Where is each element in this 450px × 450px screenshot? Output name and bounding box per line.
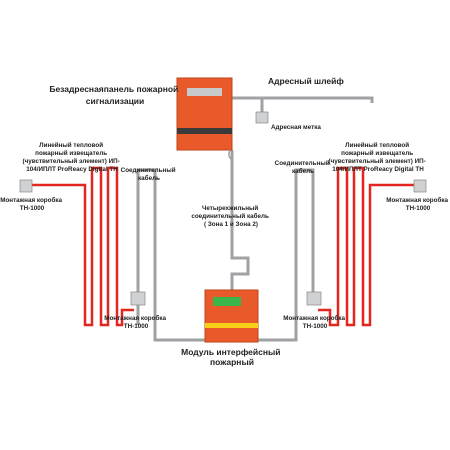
four-wire-label: Четырехжильный соединительный кабель ( З…: [191, 204, 270, 228]
panel-cable-curl: [228, 149, 233, 161]
module-stripe: [205, 323, 258, 328]
panel-display: [187, 88, 222, 96]
box-top-left: [19, 179, 33, 193]
address-tag-box: [255, 111, 269, 124]
fire-panel: [176, 77, 233, 151]
box-bottom-right-label: Монтажная коробка ТН-1000: [283, 314, 347, 330]
interface-module: [204, 289, 259, 343]
panel-stripe: [177, 128, 232, 134]
panel-title-label: Безадреснаяпанель пожарной сигнализации: [49, 84, 180, 106]
connecting-cables: [136, 150, 315, 342]
box-bottom-right: [306, 291, 322, 306]
addressed-loop-line: [232, 96, 374, 112]
address-tag-label: Адресная метка: [271, 124, 321, 131]
connect-right-label: Соединительный кабель: [275, 159, 332, 175]
box-bottom-left: [130, 291, 146, 306]
sensor-left-label: Линейный тепловой пожарный извещатель (ч…: [22, 141, 121, 173]
box-bottom-left-label: Монтажная коробка ТН-1000: [104, 314, 168, 330]
box-top-left-label: Монтажная коробка ТН-1000: [0, 196, 64, 212]
box-top-right: [413, 179, 427, 193]
module-label: Модуль интерфейсный пожарный: [181, 347, 283, 367]
sensor-right-label: Линейный тепловой пожарный извещатель (ч…: [328, 141, 427, 173]
module-screen: [213, 297, 241, 306]
sensor-cables: [25, 166, 421, 327]
connect-left-label: Соединительный кабель: [121, 166, 178, 182]
box-top-right-label: Монтажная коробка ТН-1000: [386, 196, 450, 212]
loop-title-label: Адресный шлейф: [268, 76, 344, 86]
